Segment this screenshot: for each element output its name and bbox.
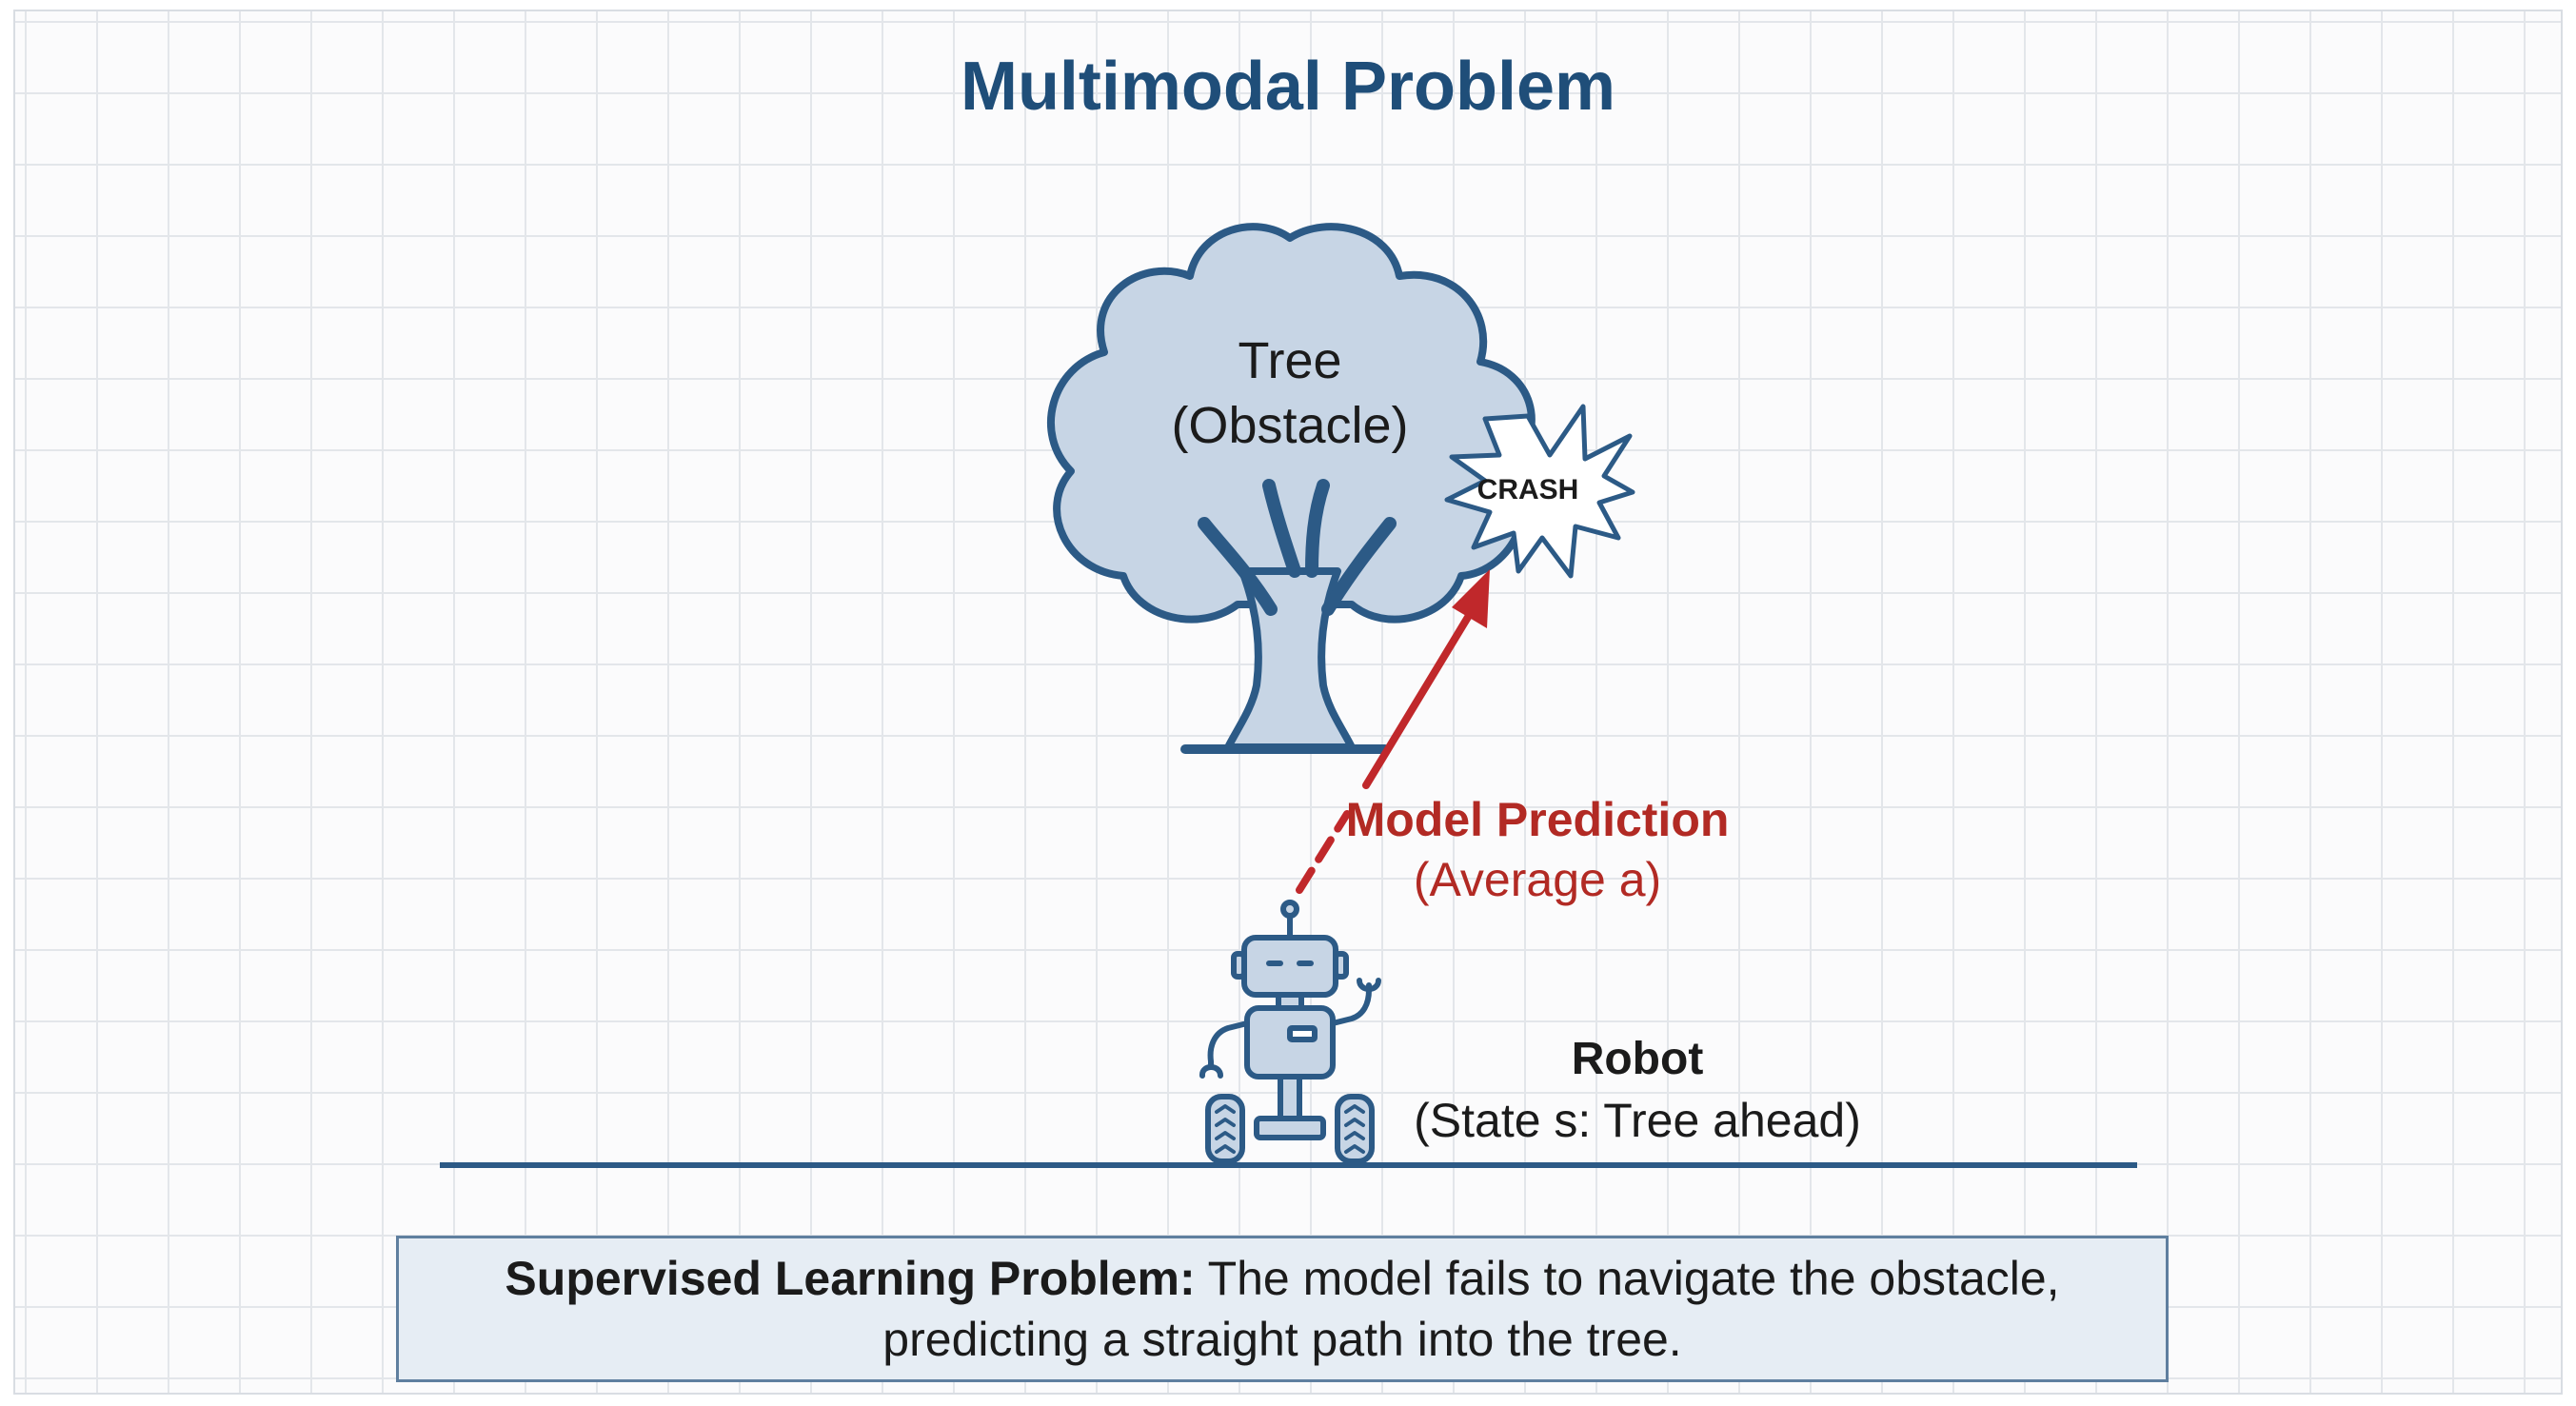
caption-box: Supervised Learning Problem: The model f… bbox=[396, 1236, 2169, 1382]
crash-label: CRASH bbox=[1466, 474, 1590, 506]
prediction-sublabel: (Average a) bbox=[1328, 852, 1747, 907]
tree-label: Tree (Obstacle) bbox=[1114, 328, 1466, 458]
caption-line1: Supervised Learning Problem: The model f… bbox=[505, 1248, 2059, 1309]
caption-bold: Supervised Learning Problem: bbox=[505, 1252, 1195, 1305]
caption-line2: predicting a straight path into the tree… bbox=[882, 1309, 1681, 1370]
tree-icon bbox=[1051, 227, 1532, 749]
robot-sublabel: (State s: Tree ahead) bbox=[1371, 1093, 1904, 1148]
robot-label: Robot bbox=[1399, 1033, 1875, 1085]
tree-label-line1: Tree bbox=[1114, 328, 1466, 393]
prediction-label: Model Prediction bbox=[1328, 792, 1747, 847]
tree-label-line2: (Obstacle) bbox=[1114, 393, 1466, 458]
robot-icon bbox=[1202, 902, 1378, 1161]
caption-line1-rest: The model fails to navigate the obstacle… bbox=[1196, 1252, 2060, 1305]
